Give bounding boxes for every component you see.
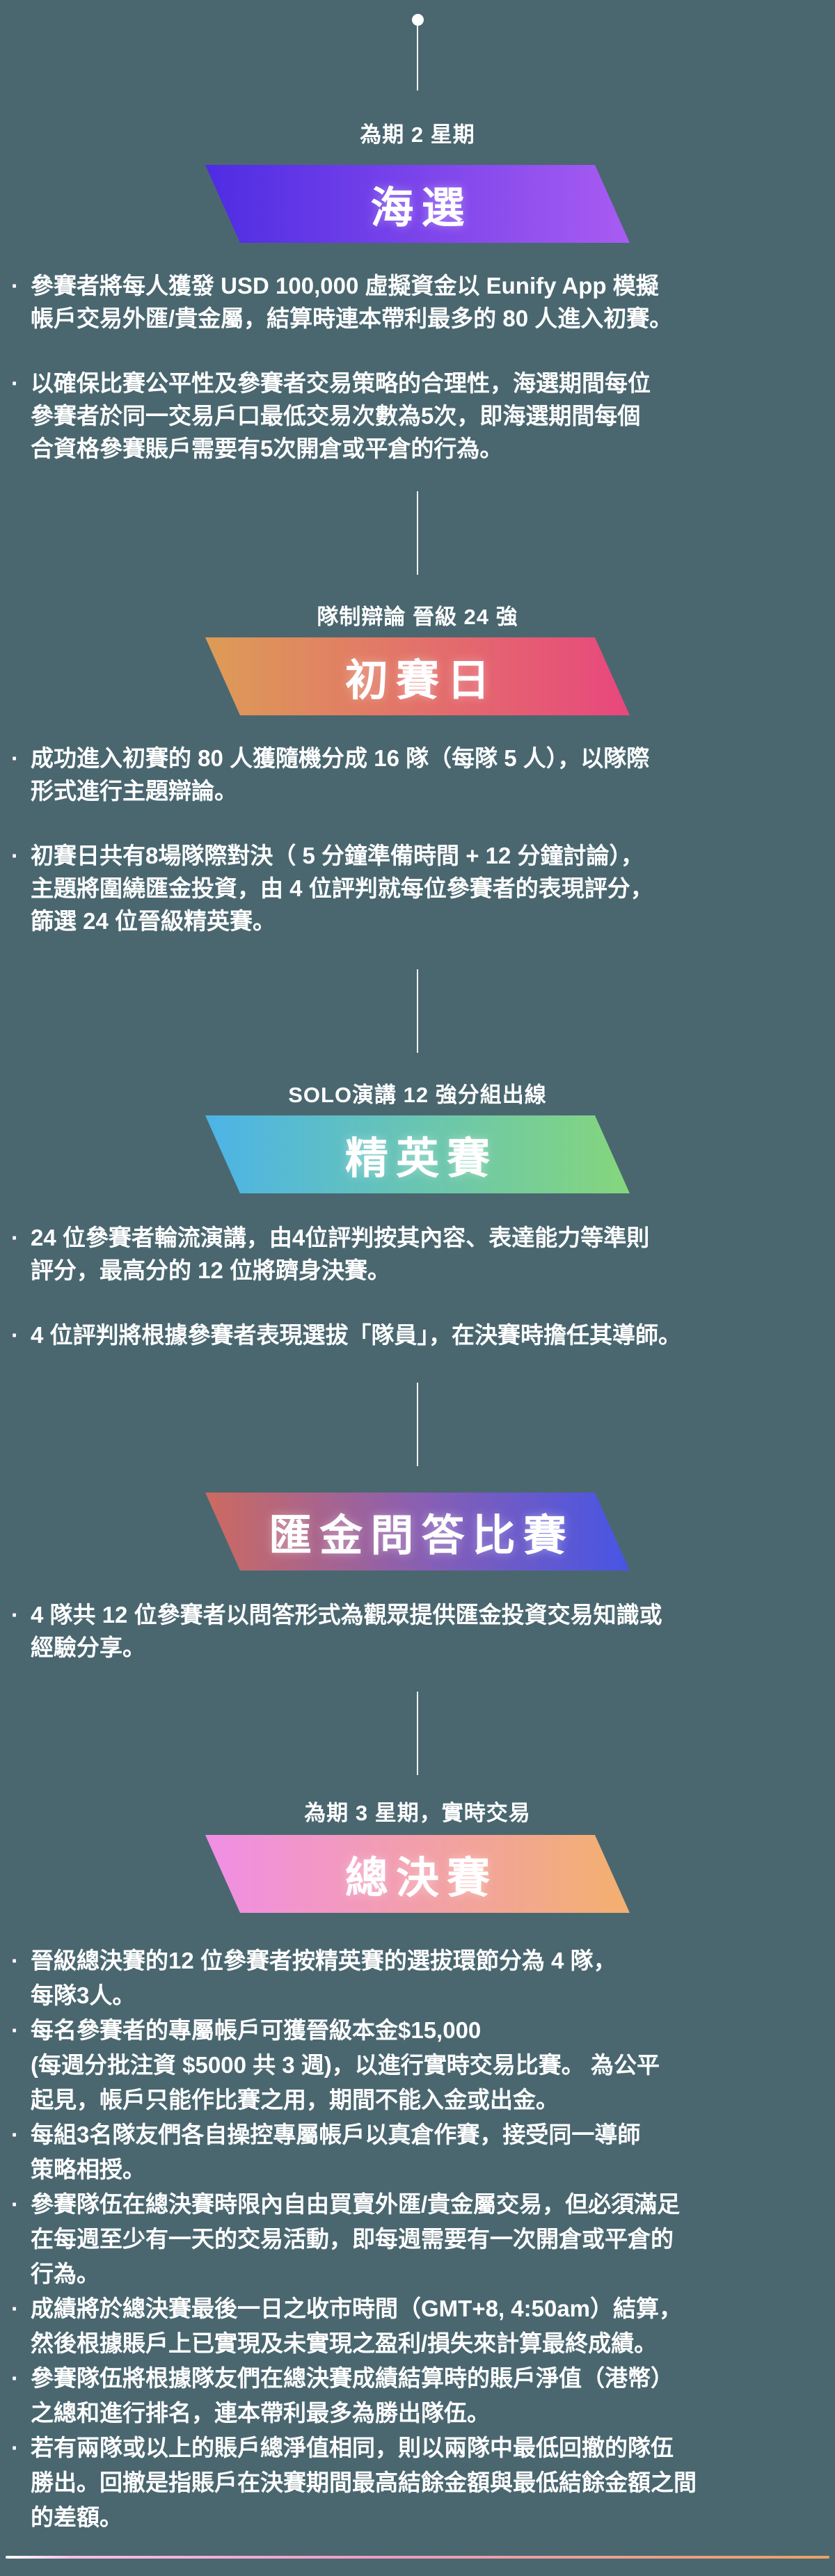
- stage-bullets-2: 成功進入初賽的 80 人獲隨機分成 16 隊（每隊 5 人），以隊際 形式進行主…: [0, 742, 835, 937]
- bullet-item: 以確保比賽公平性及參賽者交易策略的合理性，海選期間每位 參賽者於同一交易戶口最低…: [10, 367, 828, 465]
- stage-banner-4: 匯金問答比賽: [205, 1493, 630, 1571]
- bullet-item: 成績將於總決賽最後一日之收市時間（GMT+8, 4:50am）結算， 然後根據賬…: [10, 2291, 828, 2361]
- stage-section-3: SOLO演講 12 強分組出線 精英賽 24 位參賽者輪流演講，由4位評判按其內…: [0, 1082, 835, 1351]
- stage-label-2: 隊制辯論 晉級 24 強: [317, 605, 518, 629]
- timeline-connector: [417, 969, 418, 1053]
- stage-banner-3: 精英賽: [205, 1115, 630, 1193]
- bullet-item: 成功進入初賽的 80 人獲隨機分成 16 隊（每隊 5 人），以隊際 形式進行主…: [10, 742, 828, 807]
- bullet-item: 參賽者將每人獲發 USD 100,000 虛擬資金以 Eunify App 模擬…: [10, 269, 828, 335]
- bullet-item: 若有兩隊或以上的賬戶總淨值相同，則以兩隊中最低回撤的隊伍 勝出。回撤是指賬戶在決…: [10, 2431, 828, 2535]
- stage-section-1: 為期 2 星期 海選 參賽者將每人獲發 USD 100,000 虛擬資金以 Eu…: [0, 122, 835, 465]
- stage-section-4: 匯金問答比賽 4 隊共 12 位參賽者以問答形式為觀眾提供匯金投資交易知識或 經…: [0, 1493, 835, 1664]
- timeline-connector: [417, 491, 418, 575]
- stage-title-2: 初賽日: [344, 657, 498, 705]
- stage-label-5: 為期 3 星期，實時交易: [304, 1801, 531, 1825]
- bullet-item: 24 位參賽者輪流演講，由4位評判按其內容、表達能力等準則 評分，最高分的 12…: [10, 1221, 828, 1287]
- bullet-item: 每名參賽者的專屬帳戶可獲晉級本金$15,000 (每週分批注資 $5000 共 …: [10, 2013, 828, 2117]
- bullet-item: 4 位評判將根據參賽者表現選拔「隊員」，在決賽時擔任其導師。: [10, 1319, 828, 1351]
- stage-bullets-5: 晉級總決賽的12 位參賽者按精英賽的選拔環節分為 4 隊， 每隊3人。 每名參賽…: [0, 1943, 835, 2535]
- section-divider: [6, 2556, 829, 2559]
- bullet-item: 參賽隊伍將根據隊友們在總決賽成績結算時的賬戶淨值（港幣） 之總和進行排名，連本帶…: [10, 2361, 828, 2431]
- stage-bullets-3: 24 位參賽者輪流演講，由4位評判按其內容、表達能力等準則 評分，最高分的 12…: [0, 1221, 835, 1351]
- timeline-connector: [417, 1692, 418, 1775]
- stage-bullets-1: 參賽者將每人獲發 USD 100,000 虛擬資金以 Eunify App 模擬…: [0, 269, 835, 465]
- stage-title-4: 匯金問答比賽: [269, 1512, 575, 1560]
- timeline-start: [0, 0, 835, 90]
- bullet-item: 參賽隊伍在總決賽時限內自由買賣外匯/貴金屬交易，但必須滿足 在每週至少有一天的交…: [10, 2187, 828, 2291]
- bullet-item: 初賽日共有8場隊際對決（ 5 分鐘準備時間 + 12 分鐘討論）， 主題將圍繞匯…: [10, 839, 828, 937]
- stage-bullets-4: 4 隊共 12 位參賽者以問答形式為觀眾提供匯金投資交易知識或 經驗分享。: [0, 1598, 835, 1664]
- stage-title-5: 總決賽: [344, 1854, 498, 1902]
- timeline-connector: [417, 1383, 418, 1466]
- bullet-item: 每組3名隊友們各自操控專屬帳戶以真倉作賽，接受同一導師 策略相授。: [10, 2117, 828, 2187]
- stage-banner-5: 總決賽: [205, 1835, 630, 1913]
- stage-title-3: 精英賽: [344, 1135, 498, 1183]
- bullet-item: 4 隊共 12 位參賽者以問答形式為觀眾提供匯金投資交易知識或 經驗分享。: [10, 1598, 828, 1664]
- stage-label-3: SOLO演講 12 強分組出線: [288, 1083, 547, 1107]
- stage-banner-1: 海選: [205, 165, 630, 243]
- timeline-start-dot: [411, 14, 424, 26]
- stage-label-1: 為期 2 星期: [360, 122, 475, 147]
- timeline-line: [417, 26, 418, 90]
- bullet-item: 晉級總決賽的12 位參賽者按精英賽的選拔環節分為 4 隊， 每隊3人。: [10, 1943, 828, 2013]
- stage-title-1: 海選: [370, 184, 472, 232]
- stage-section-5: 為期 3 星期，實時交易 總決賽 晉級總決賽的12 位參賽者按精英賽的選拔環節分…: [0, 1800, 835, 2535]
- stage-banner-2: 初賽日: [205, 637, 630, 715]
- stage-section-2: 隊制辯論 晉級 24 強 初賽日 成功進入初賽的 80 人獲隨機分成 16 隊（…: [0, 604, 835, 937]
